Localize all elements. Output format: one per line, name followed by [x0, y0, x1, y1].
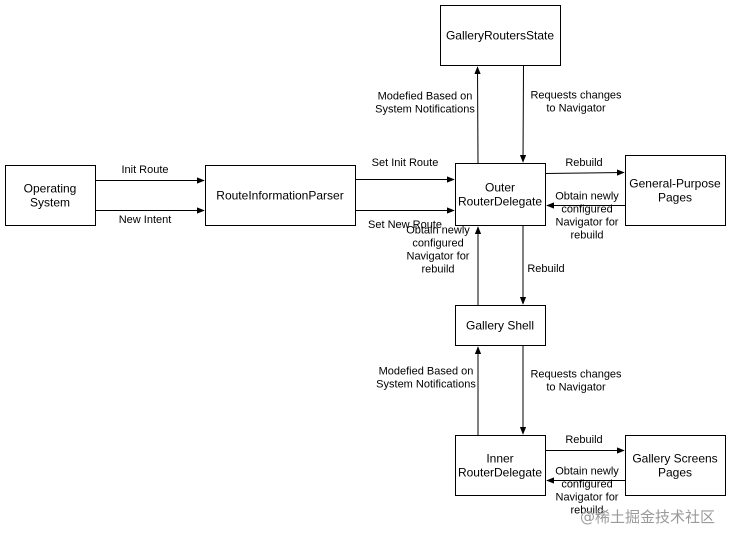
edge-rebuild-outer-general: Rebuild — [545, 157, 625, 176]
edge-new-intent: New Intent — [95, 207, 205, 226]
label-line: configured — [561, 204, 612, 216]
label-line: Navigator for — [556, 492, 619, 504]
label-line: Rebuild — [565, 434, 602, 446]
watermark-text: @稀土掘金技术社区 — [580, 508, 715, 526]
label-line: Inner — [486, 452, 513, 466]
label-line: Pages — [658, 191, 692, 205]
label-line: Obtain newly — [555, 191, 619, 203]
label-line: Gallery Screens — [632, 452, 717, 466]
label-line: Set Init Route — [372, 157, 439, 169]
label-line: General-Purpose — [629, 177, 721, 191]
node-label: GalleryRoutersState — [446, 29, 554, 43]
label-line: Navigator for — [556, 217, 619, 229]
label-line: Obtain newly — [555, 466, 619, 478]
label-line: Obtain newly — [406, 225, 470, 237]
label-line: to Navigator — [546, 103, 606, 115]
label-line: Requests changes — [530, 369, 622, 381]
edge-label: Init Route — [121, 164, 168, 176]
edge-label: Rebuild — [565, 434, 602, 446]
label-line: Modefied Based on — [379, 366, 474, 378]
label-line: RouterDelegate — [458, 466, 542, 480]
label-line: Rebuild — [565, 157, 602, 169]
label-line: Gallery Shell — [466, 319, 534, 333]
node-label: Gallery Shell — [466, 319, 534, 333]
label-line: System Notifications — [376, 379, 476, 391]
edge-label: New Intent — [119, 214, 172, 226]
node-gallery-shell: Gallery Shell — [455, 305, 546, 346]
label-line: Set New Route — [368, 219, 442, 231]
label-line: Rebuild — [527, 263, 564, 275]
label-line: System — [30, 196, 70, 210]
edge-label: Rebuild — [565, 157, 602, 169]
node-label: RouteInformationParser — [216, 189, 343, 203]
label-line: to Navigator — [546, 382, 606, 394]
label-line: rebuild — [421, 264, 454, 276]
label-line: New Intent — [119, 214, 172, 226]
label-line: rebuild — [570, 230, 603, 242]
label-line: System Notifications — [375, 104, 475, 116]
label-line: GalleryRoutersState — [446, 29, 554, 43]
label-line: RouteInformationParser — [216, 189, 343, 203]
node-route-information-parser: RouteInformationParser — [205, 165, 356, 226]
label-line: configured — [561, 479, 612, 491]
label-line: rebuild — [570, 505, 603, 517]
label-line: configured — [412, 238, 463, 250]
edge-label: Set Init Route — [372, 157, 439, 169]
label-line: Init Route — [121, 164, 168, 176]
label-line: RouterDelegate — [458, 195, 542, 209]
edge-label: Set New Route — [368, 219, 442, 231]
label-line: Pages — [658, 466, 692, 480]
edge-init-route: Init Route — [95, 164, 205, 184]
edge-set-init-route: Set Init Route — [355, 157, 455, 183]
edge-set-new-route: Set New Route — [355, 207, 455, 231]
label-line: Operating — [24, 182, 77, 196]
node-gallery-routers-state: GalleryRoutersState — [440, 5, 561, 66]
edge-rebuild-inner-screens: Rebuild — [545, 434, 625, 454]
label-line: Requests changes — [530, 90, 622, 102]
label-line: Navigator for — [407, 251, 470, 263]
edge-rebuild-outer-shell: Rebuild — [519, 225, 565, 305]
edge-label: Rebuild — [527, 263, 564, 275]
label-line: Modefied Based on — [378, 91, 473, 103]
label-line: Outer — [485, 181, 515, 195]
